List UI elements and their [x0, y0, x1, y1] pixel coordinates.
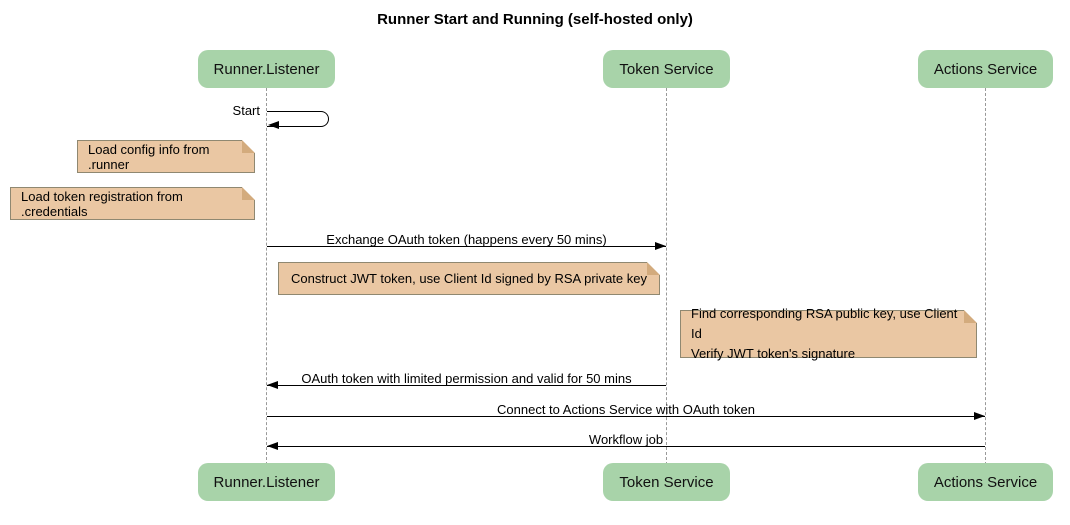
arrowhead-right-icon [974, 412, 985, 420]
message-workflow-job-label: Workflow job [588, 432, 664, 447]
note-load-token-registration: Load token registration from .credential… [10, 187, 255, 220]
message-connect-actions-line [267, 416, 985, 417]
message-exchange-oauth-label: Exchange OAuth token (happens every 50 m… [326, 232, 607, 247]
lifeline-actions-service [985, 88, 986, 465]
participant-runner-listener-top: Runner.Listener [198, 50, 335, 88]
participant-actions-service-top: Actions Service [918, 50, 1053, 88]
message-start-self-loop [267, 111, 329, 127]
note-verify-jwt-text: Find corresponding RSA public key, use C… [691, 305, 958, 362]
message-start-label: Start [232, 103, 260, 118]
message-connect-actions-label: Connect to Actions Service with OAuth to… [497, 402, 755, 417]
participant-token-service-top: Token Service [603, 50, 730, 88]
note-verify-jwt: Find corresponding RSA public key, use C… [680, 306, 977, 361]
message-workflow-job-line [267, 446, 985, 447]
note-construct-jwt: Construct JWT token, use Client Id signe… [278, 262, 660, 295]
arrowhead-left-icon [267, 381, 278, 389]
diagram-title: Runner Start and Running (self-hosted on… [377, 11, 693, 28]
participant-runner-listener-bottom: Runner.Listener [198, 463, 335, 501]
message-oauth-return-line [267, 385, 666, 386]
lifeline-token-service [666, 88, 667, 465]
note-construct-jwt-text: Construct JWT token, use Client Id signe… [291, 271, 647, 286]
note-fold-icon [242, 187, 255, 200]
participant-token-service-bottom: Token Service [603, 463, 730, 501]
message-oauth-return-label: OAuth token with limited permission and … [301, 371, 632, 386]
participant-actions-service-bottom: Actions Service [918, 463, 1053, 501]
arrowhead-left-icon [268, 121, 279, 129]
lifeline-runner-listener [266, 88, 267, 465]
note-load-config: Load config info from .runner [77, 140, 255, 173]
arrowhead-right-icon [655, 242, 666, 250]
note-fold-icon [647, 262, 660, 275]
note-load-config-text: Load config info from .runner [88, 141, 210, 172]
arrowhead-left-icon [267, 442, 278, 450]
note-load-token-registration-text: Load token registration from .credential… [21, 188, 183, 219]
note-fold-icon [964, 310, 977, 323]
message-exchange-oauth-line [267, 246, 666, 247]
note-fold-icon [242, 140, 255, 153]
